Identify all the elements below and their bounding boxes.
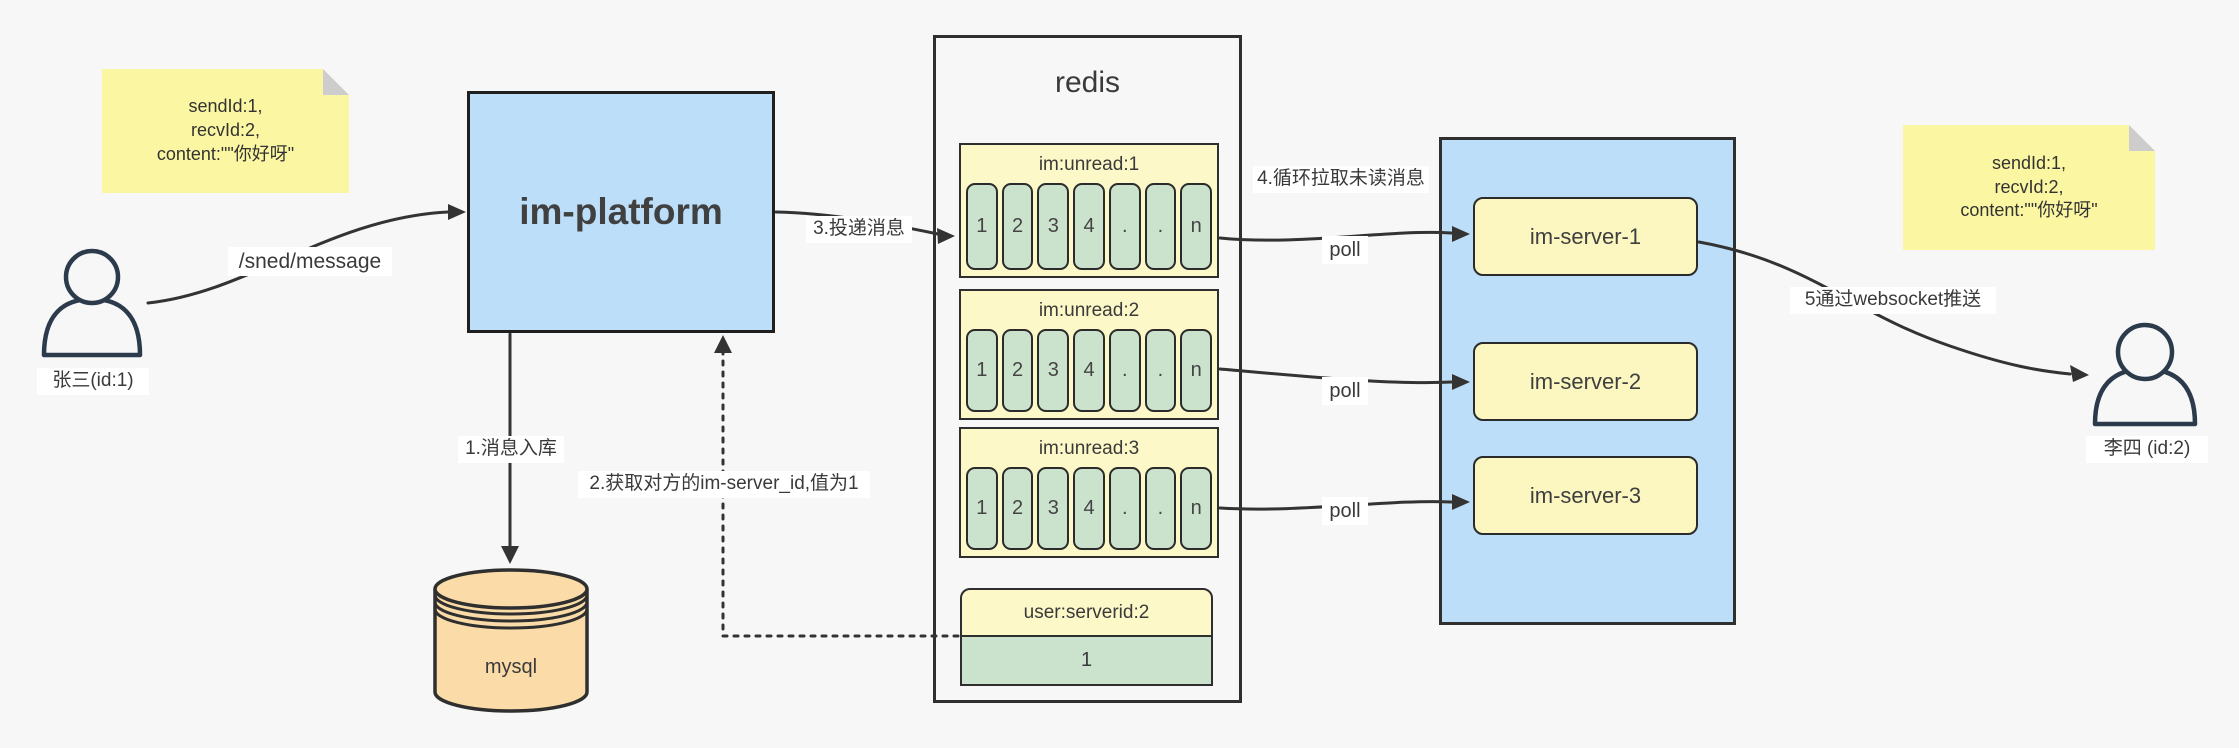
edge-label-step4: 4.循环拉取未读消息 — [1253, 166, 1429, 193]
im-platform-box: im-platform — [467, 91, 775, 333]
note-line: content:""你好呀" — [1960, 200, 2098, 221]
redis-title: redis — [1054, 66, 1121, 99]
queue-cell: 1 — [966, 329, 998, 412]
queue-cell: . — [1144, 467, 1177, 550]
queue-cell: 2 — [1001, 183, 1034, 270]
queue-cell: n — [1180, 329, 1213, 412]
queue-header: im:unread:2 — [1038, 300, 1140, 321]
arrowhead — [1452, 226, 1470, 242]
arrowhead — [501, 546, 519, 564]
queue-cell: 3 — [1037, 467, 1070, 550]
note-line: recvId:2, — [190, 120, 261, 141]
queue-cell: . — [1144, 183, 1177, 270]
queue-cell: 2 — [1001, 467, 1034, 550]
note-line: recvId:2, — [1994, 176, 2064, 197]
queue-cell: 3 — [1037, 183, 1070, 270]
user-sender-label: 张三(id:1) — [37, 368, 149, 395]
queue-cells: 1 2 3 4 . . n — [961, 183, 1217, 276]
note-line: sendId:1, — [188, 96, 263, 117]
user-sender-icon — [41, 248, 143, 358]
im-server-3-box: im-server-3 — [1473, 456, 1698, 535]
redis-user-serverid-box: user:serverid:2 1 — [960, 588, 1213, 686]
queue-cell: 1 — [966, 467, 998, 550]
edge-step2-dashed — [721, 350, 960, 638]
message-note-left: sendId:1, recvId:2, content:""你好呀" — [102, 69, 349, 193]
queue-cells: 1 2 3 4 . . n — [961, 329, 1217, 418]
queue-cell: 4 — [1073, 329, 1105, 412]
queue-cell: 1 — [966, 183, 998, 270]
arrowhead — [1452, 494, 1470, 510]
edge-label-poll-3: poll — [1322, 497, 1368, 525]
queue-cells: 1 2 3 4 . . n — [961, 467, 1217, 556]
arrowhead — [937, 228, 955, 244]
queue-header: im:unread:1 — [1038, 154, 1140, 175]
queue-cell: . — [1108, 183, 1141, 270]
arrowhead — [714, 335, 732, 353]
redis-queue-unread-3: im:unread:3 1 2 3 4 . . n — [959, 427, 1219, 558]
kv-value: 1 — [960, 637, 1213, 686]
im-server-2-box: im-server-2 — [1473, 342, 1698, 421]
queue-cell: . — [1144, 329, 1177, 412]
user-receiver-label: 李四 (id:2) — [2086, 436, 2208, 463]
note-fold-corner — [323, 69, 349, 95]
edge-label-send-api: /sned/message — [228, 247, 392, 277]
queue-cell: . — [1108, 467, 1141, 550]
user-receiver-icon — [2092, 322, 2198, 427]
im-server-1-box: im-server-1 — [1473, 197, 1698, 276]
edge-label-step2: 2.获取对方的im-server_id,值为1 — [578, 471, 870, 498]
edge-label-step1: 1.消息入库 — [458, 436, 564, 463]
arrowhead — [448, 204, 466, 220]
queue-cell: 2 — [1001, 329, 1034, 412]
queue-cell: n — [1180, 467, 1213, 550]
kv-header: user:serverid:2 — [960, 588, 1213, 637]
arrowhead — [2070, 365, 2089, 382]
edge-label-step3: 3.投递消息 — [806, 216, 912, 243]
queue-header: im:unread:3 — [1038, 438, 1140, 459]
queue-cell: 4 — [1073, 183, 1105, 270]
message-note-right: sendId:1, recvId:2, content:""你好呀" — [1903, 125, 2155, 250]
note-line: content:""你好呀" — [156, 143, 295, 164]
queue-cell: 3 — [1037, 329, 1070, 412]
queue-cell: . — [1108, 329, 1141, 412]
redis-queue-unread-2: im:unread:2 1 2 3 4 . . n — [959, 289, 1219, 420]
mysql-cylinder — [433, 568, 589, 713]
note-line: sendId:1, — [1991, 152, 2067, 173]
edge-label-poll-1: poll — [1322, 236, 1368, 264]
queue-cell: 4 — [1073, 467, 1105, 550]
redis-queue-unread-1: im:unread:1 1 2 3 4 . . n — [959, 143, 1219, 278]
edge-label-poll-2: poll — [1322, 377, 1368, 405]
queue-cell: n — [1180, 183, 1213, 270]
edge-step5 — [1697, 240, 2072, 376]
note-fold-corner — [2129, 125, 2155, 151]
edge-label-step5: 5通过websocket推送 — [1790, 287, 1996, 314]
im-platform-label: im-platform — [519, 191, 723, 232]
mysql-label: mysql — [484, 656, 538, 678]
arrowhead — [1452, 374, 1470, 390]
